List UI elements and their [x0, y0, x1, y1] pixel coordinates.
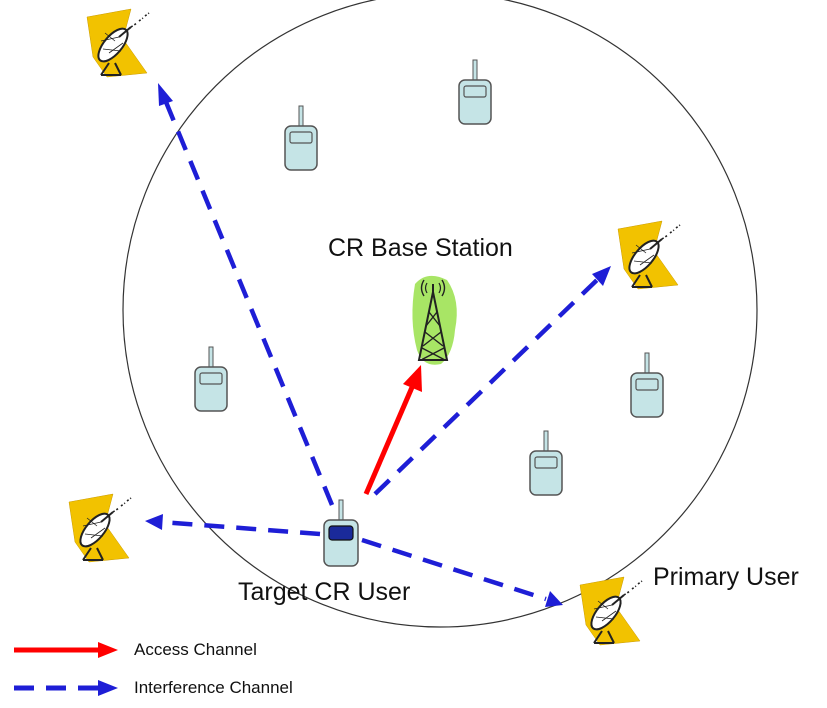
satellite-dish-icon: [579, 576, 643, 646]
interference-channels: [160, 101, 600, 602]
interference-channel-arrow: [361, 537, 547, 602]
interference-channel-arrow: [163, 101, 335, 506]
legend-interference-arrowhead: [98, 680, 118, 696]
interference-channel-arrow: [373, 277, 600, 496]
access-channel-arrowhead: [403, 365, 422, 392]
radio-tower-icon: [412, 275, 457, 365]
interference-arrowheads: [145, 83, 611, 607]
satellite-dish-icon: [86, 8, 150, 78]
target-cr-user-icon: [323, 499, 359, 567]
cr-device-icon: [458, 59, 492, 125]
interference-channel-arrow: [160, 519, 321, 537]
coverage-area-circle: [122, 0, 758, 628]
base-station-label: CR Base Station: [328, 234, 513, 262]
primary-user-label: Primary User: [653, 563, 799, 591]
target-user-label: Target CR User: [238, 578, 411, 606]
legend-interference-label: Interference Channel: [134, 678, 293, 697]
satellite-dish-icon: [617, 220, 681, 290]
cr-device-icon: [194, 346, 228, 412]
legend-access-label: Access Channel: [134, 640, 257, 659]
access-channel-arrow: [363, 384, 416, 495]
cr-device-icon: [630, 352, 664, 418]
cr-device-icon: [284, 105, 318, 171]
satellite-dish-icon: [68, 493, 132, 563]
cr-device-icon: [529, 430, 563, 496]
legend-access-arrowhead: [98, 642, 118, 658]
